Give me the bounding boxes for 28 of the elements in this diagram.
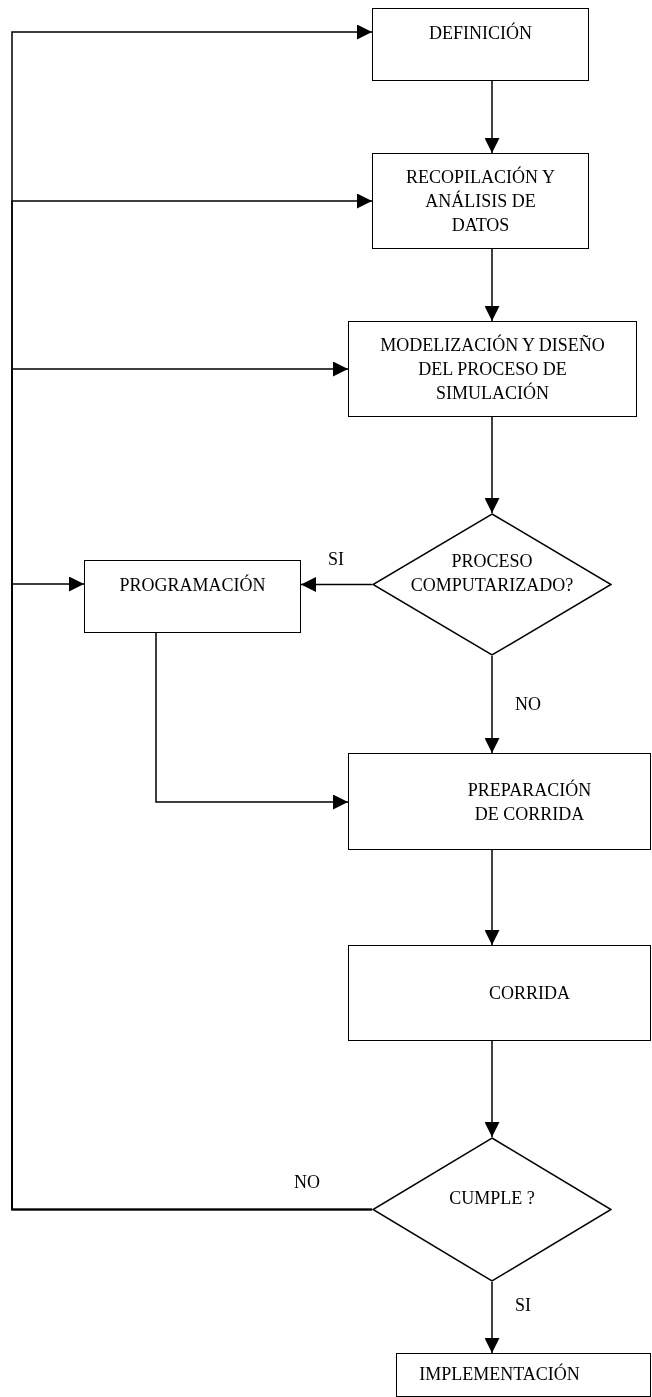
decision-diamond: [372, 1137, 612, 1282]
arrow: [484, 248, 500, 322]
node-label: IMPLEMENTACIÓN: [419, 1362, 580, 1386]
arrow: [484, 849, 500, 946]
node-label: CUMPLE ?: [449, 1186, 535, 1210]
arrow: [484, 1040, 500, 1138]
process-box: [396, 1353, 651, 1397]
process-box: [372, 8, 589, 81]
arrow: [155, 632, 349, 810]
node-label: DEFINICIÓN: [429, 21, 532, 45]
process-box: [348, 945, 651, 1041]
process-box: [348, 321, 637, 417]
arrow: [300, 577, 373, 592]
arrow: [484, 416, 500, 514]
arrow: [484, 1281, 500, 1354]
arrow: [11, 576, 373, 1211]
node-label: MODELIZACIÓN Y DISEÑO DEL PROCESO DE SIMULACIÓN: [379, 333, 606, 405]
node-label: CORRIDA: [489, 982, 570, 1005]
node-label: PROCESO COMPUTARIZADO?: [409, 549, 575, 597]
decision-diamond: [372, 513, 612, 656]
node-label: PROGRAMACIÓN: [119, 573, 266, 597]
process-box: [84, 560, 301, 633]
process-box: [348, 753, 651, 850]
node-label: PREPARACIÓN DE CORRIDA: [466, 778, 593, 826]
node-label: RECOPILACIÓN Y ANÁLISIS DE DATOS: [405, 165, 556, 237]
process-box: [372, 153, 589, 249]
arrow: [484, 80, 500, 154]
arrow: [484, 655, 500, 754]
